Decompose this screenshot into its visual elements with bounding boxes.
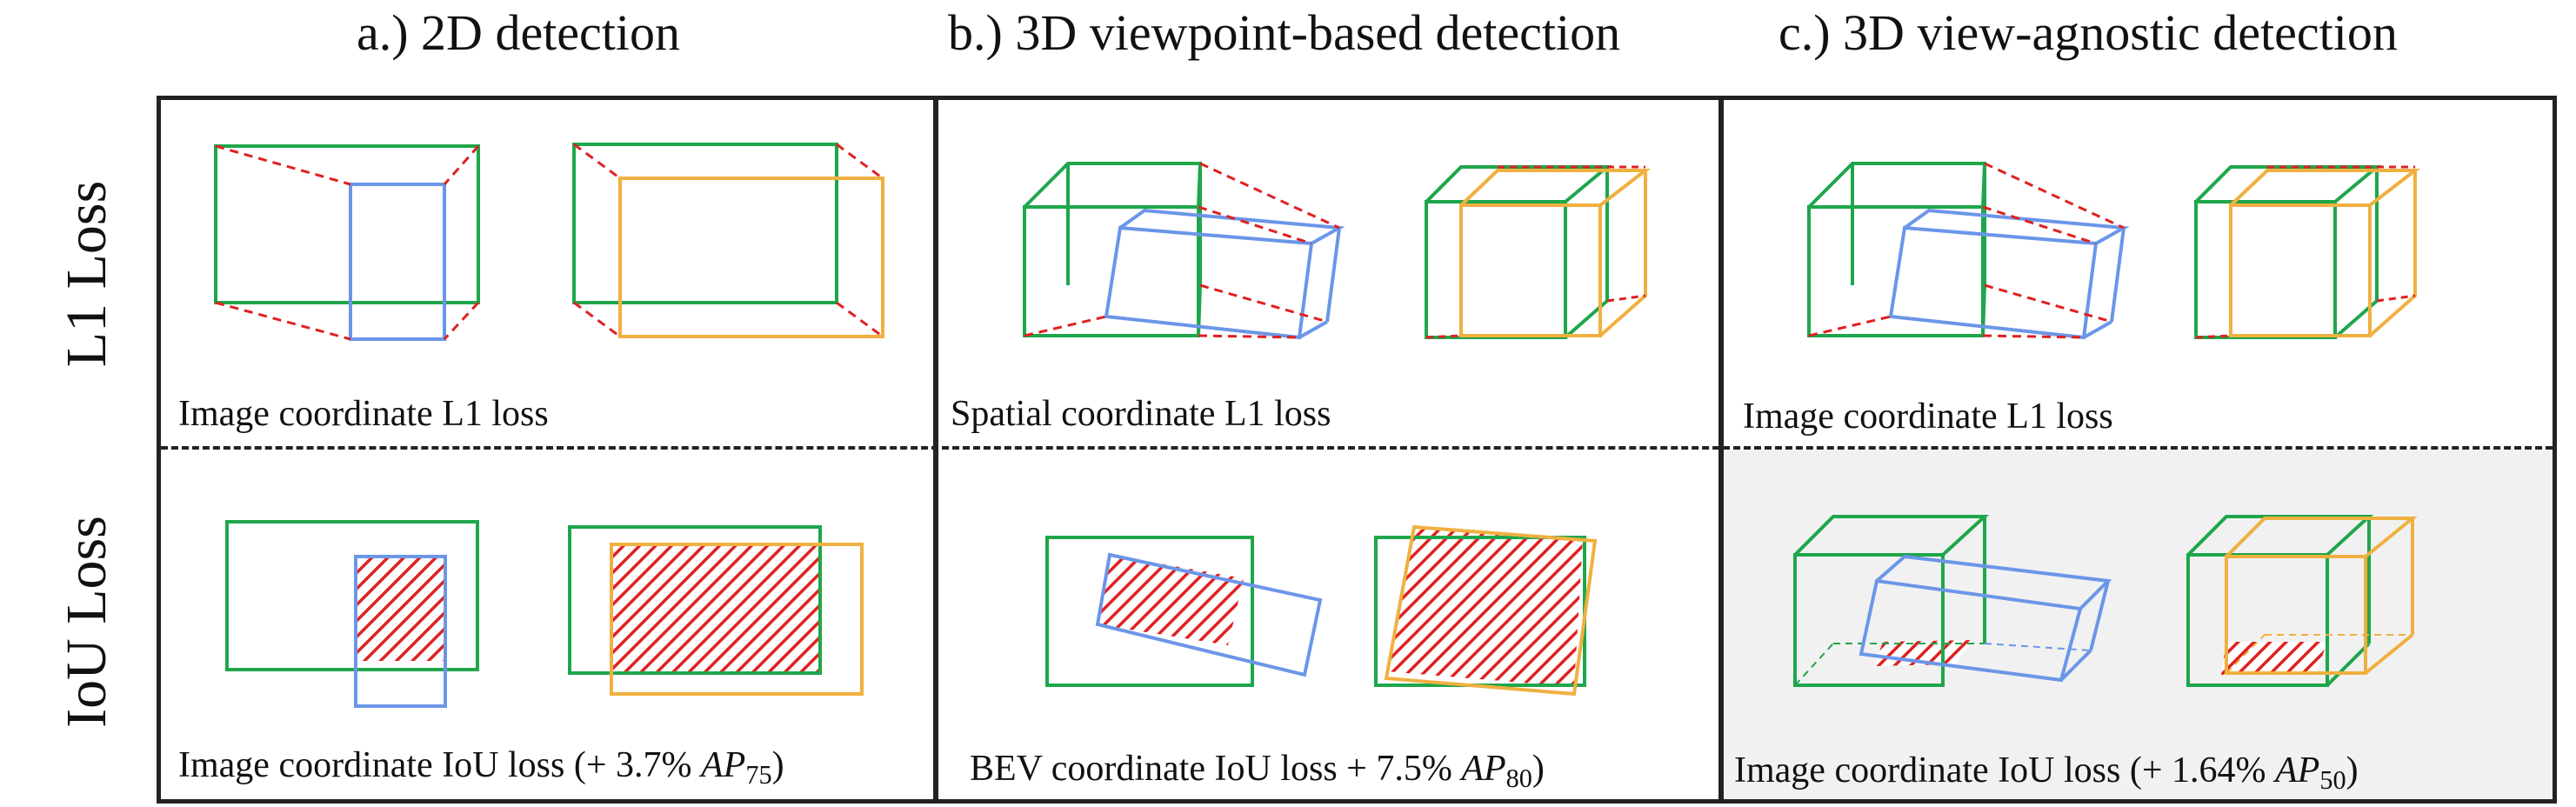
b-iou-pair2	[1374, 524, 1598, 697]
column-title-2d-detection: a.) 2D detection	[357, 4, 681, 61]
column-divider-1	[933, 96, 938, 804]
column-divider-2	[1718, 96, 1724, 804]
a-iou-pair2	[568, 525, 864, 696]
b-l1-pair1	[1023, 162, 1345, 340]
caption-b-iou: BEV coordinate IoU loss + 7.5% AP80)	[970, 749, 1545, 794]
b-l1-pair2	[1425, 165, 1651, 339]
caption-c-iou: Image coordinate IoU loss (+ 1.64% AP50)	[1734, 750, 2359, 796]
highlighted-cell-view-agnostic-iou	[1724, 450, 2553, 799]
b-iou-pair1	[1045, 536, 1323, 687]
caption-a-l1: Image coordinate L1 loss	[178, 394, 549, 434]
c-iou-pair1	[1793, 515, 2112, 687]
a-l1-pair1	[214, 144, 480, 341]
caption-a-iou: Image coordinate IoU loss (+ 3.7% AP75)	[178, 745, 784, 790]
c-iou-pair2	[2186, 515, 2418, 687]
c-l1-pair1	[1807, 162, 2130, 340]
caption-b-l1: Spatial coordinate L1 loss	[951, 394, 1331, 434]
caption-c-l1: Image coordinate L1 loss	[1743, 397, 2113, 437]
column-title-view-agnostic: c.) 3D view-agnostic detection	[1779, 4, 2398, 61]
column-title-viewpoint-based: b.) 3D viewpoint-based detection	[948, 4, 1621, 61]
row-divider-dashed	[161, 446, 2553, 450]
a-iou-pair1	[225, 520, 479, 708]
c-l1-pair2	[2194, 165, 2420, 339]
grid-frame	[157, 96, 2557, 804]
a-l1-pair2	[572, 143, 884, 338]
